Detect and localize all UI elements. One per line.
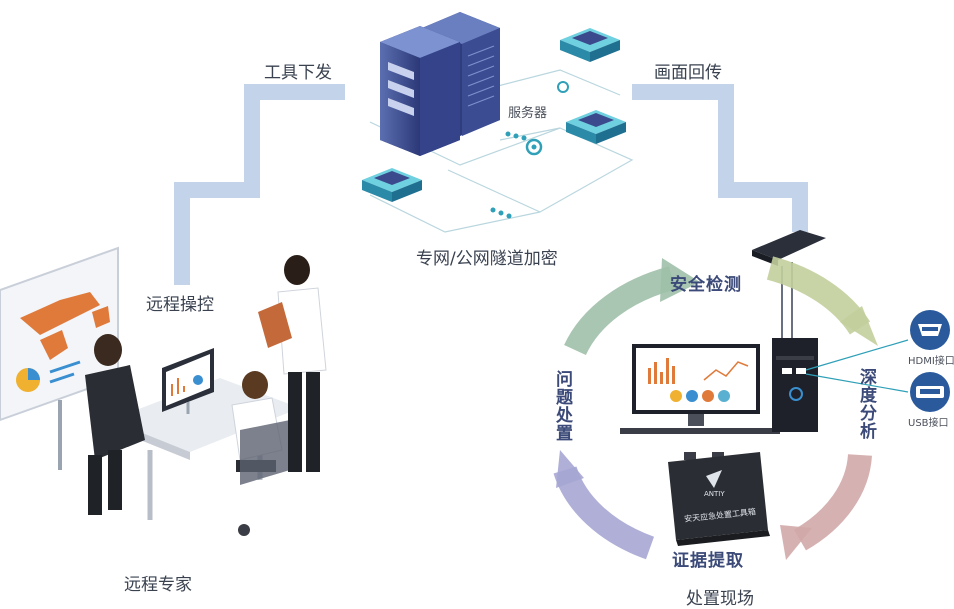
remote-expert-label: 远程专家 xyxy=(124,575,192,595)
hdmi-port-icon xyxy=(910,310,950,350)
expert-person-seated xyxy=(85,334,145,515)
server-label: 服务器 xyxy=(508,106,548,121)
screen-return-path xyxy=(632,84,808,232)
tool-delivery-label: 工具下发 xyxy=(264,63,332,83)
usb-label: USB接口 xyxy=(908,418,949,429)
usb-port-icon xyxy=(910,372,950,412)
onsite-pc-tower xyxy=(772,338,818,432)
tunnel-label: 专网/公网隧道加密 xyxy=(416,249,558,269)
expert-person-standing xyxy=(258,255,327,472)
network-node-icon-mid xyxy=(566,110,626,144)
evidence-extraction-label: 证据提取 xyxy=(672,551,744,571)
hdmi-label: HDMI接口 xyxy=(908,356,954,367)
cycle-arrows xyxy=(553,256,878,560)
onsite-label: 处置现场 xyxy=(686,589,754,609)
case-brand-text: ANTIY xyxy=(704,490,725,498)
toolbox-case xyxy=(668,452,770,546)
onsite-monitor xyxy=(620,344,780,434)
issue-handling-label: 问题处置 xyxy=(552,370,572,442)
remote-control-label: 远程操控 xyxy=(146,295,214,315)
security-detection-label: 安全检测 xyxy=(670,275,742,295)
deep-analysis-label: 深度分析 xyxy=(856,368,876,440)
network-node-icon-top xyxy=(560,28,620,62)
server-icon xyxy=(380,12,500,156)
network-nodes xyxy=(490,81,569,219)
expert-person-typing xyxy=(231,371,290,536)
tool-delivery-path xyxy=(174,84,345,285)
expert-monitor xyxy=(162,348,214,414)
network-node-icon-left xyxy=(362,168,422,202)
screen-return-label: 画面回传 xyxy=(654,63,722,83)
